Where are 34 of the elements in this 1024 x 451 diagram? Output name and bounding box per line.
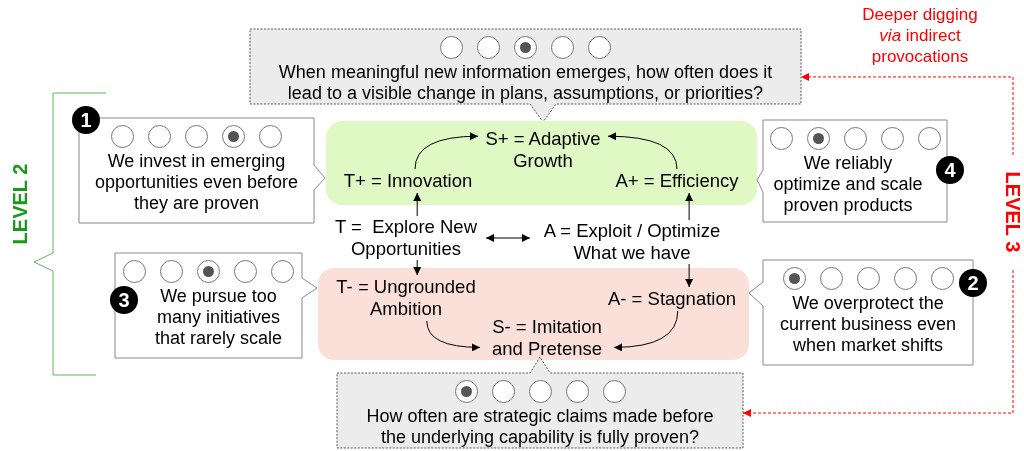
statement-text: We reliably optimize and scale proven products [773,153,923,216]
arrow [426,320,481,352]
number-badge: 2 [959,269,987,297]
number-badge: 1 [72,106,100,134]
state-label: S+ = Adaptive Growth [478,127,608,173]
dashed-arrow [800,72,1014,156]
question-callout [250,29,801,123]
arrow [607,132,678,170]
state-label: T = Explore New Opportunities [326,216,486,260]
arrow [485,234,531,242]
annotation-text: Deeper digging via indirect provocations [861,4,979,67]
number-badge: 4 [936,156,964,184]
state-label: T+ = Innovation [338,169,478,193]
arrow [414,132,479,170]
arrow [685,263,694,288]
question-text: When meaningful new information emerges, how often does it lead to a visible change in plans, assumptions, or priorities? [277,62,774,104]
level-label: LEVEL 2 [8,162,32,247]
statement-text: We pursue too many initiatives that rarely scale [153,286,284,349]
state-band [318,268,749,360]
number-badge: 3 [110,286,138,314]
state-label: A+ = Efficiency [608,169,746,193]
arrow [413,192,422,217]
state-label: A- = Stagnation [600,287,744,311]
dashed-arrow [742,269,1014,418]
question-callout [337,356,743,448]
level-label: LEVEL 3 [1001,170,1024,255]
statement-text: We overprotect the current business even when market shifts [778,293,958,356]
statement-text: We invest in emerging opportunities even before they are proven [93,151,300,214]
arrow [613,310,679,352]
state-label: A = Exploit / Optimize What we have [530,220,734,264]
arrow [685,192,694,221]
state-band [326,121,757,205]
arrow [413,259,422,276]
question-text: How often are strategic claims made before the underlying capability is fully proven? [365,406,715,448]
